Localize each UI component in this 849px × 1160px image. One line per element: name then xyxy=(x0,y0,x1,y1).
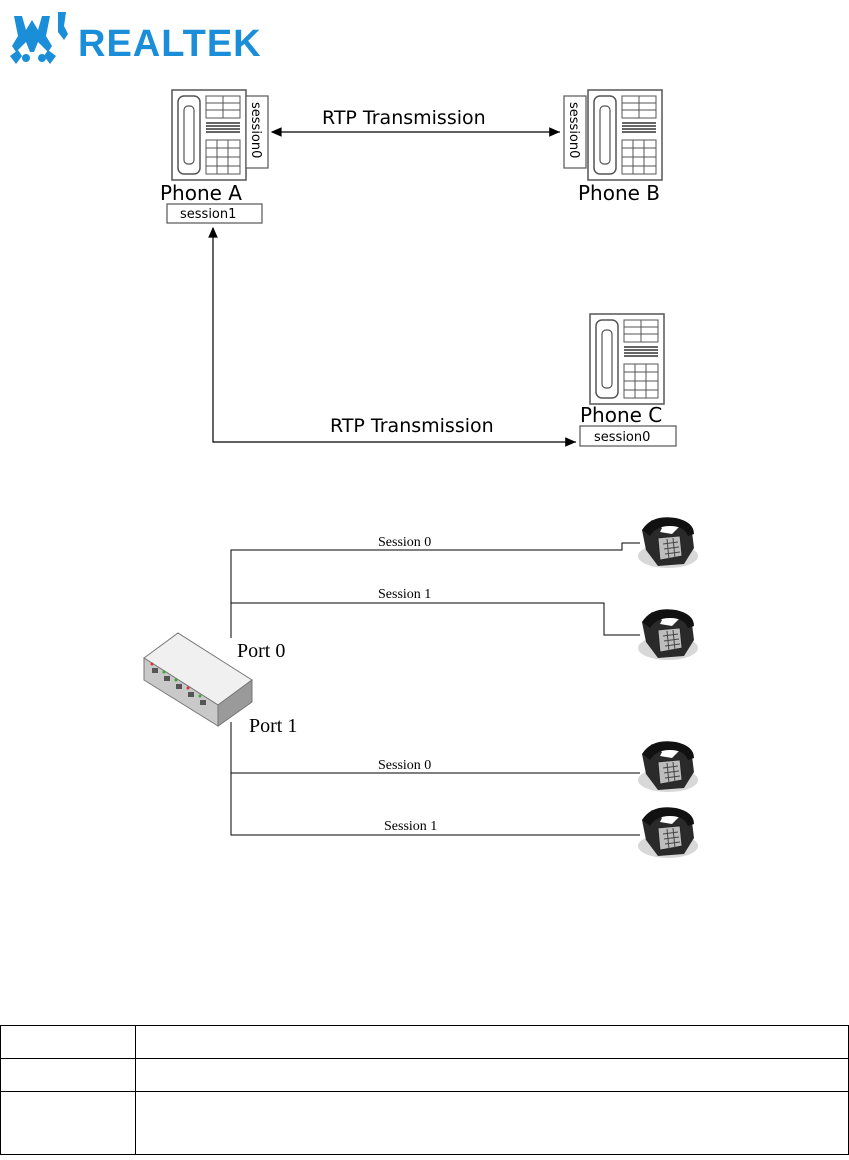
phone-c-bottom-session: session0 xyxy=(594,430,650,445)
phone-a-side-session: session0 xyxy=(248,102,263,158)
session-label-1: Session 1 xyxy=(378,587,431,602)
phone-c-icon xyxy=(589,313,665,405)
desk-phone-icon xyxy=(637,806,699,859)
crab-logo-icon xyxy=(10,12,68,64)
port-1-session-1-line xyxy=(230,773,640,836)
session-label-3: Session 1 xyxy=(384,819,437,834)
port-0-label: Port 0 xyxy=(237,640,285,662)
port-0-session-0-line xyxy=(230,542,640,638)
phone-b-side-session: session0 xyxy=(566,102,581,158)
rtp-link-a-c xyxy=(208,226,576,447)
table-cell xyxy=(0,1058,136,1092)
phone-a: session0 Phone A session1 xyxy=(160,89,269,224)
table-row xyxy=(0,1058,849,1092)
port-1-label: Port 1 xyxy=(249,715,297,737)
table-cell xyxy=(0,1025,136,1059)
phone-c: Phone C session0 xyxy=(579,313,677,447)
rtp-transmission-diagram: session0 Phone A session1 session0 Phone… xyxy=(160,89,677,447)
phone-a-bottom-session: session1 xyxy=(180,207,236,222)
brand-name: REALTEK xyxy=(78,23,262,65)
desk-phone-icon xyxy=(637,516,699,569)
session-label-0: Session 0 xyxy=(378,535,431,550)
desk-phone-icon xyxy=(637,740,699,793)
table-cell xyxy=(135,1058,849,1092)
port-session-diagram: Port 0 Port 1 Session 0 Session 1 Sessio… xyxy=(143,516,699,859)
desk-phone-icon xyxy=(637,608,699,661)
ethernet-switch-icon xyxy=(143,632,253,727)
rtp-link-a-c-label: RTP Transmission xyxy=(330,415,494,437)
table-cell xyxy=(135,1091,849,1155)
realtek-logo: REALTEK xyxy=(10,12,262,65)
table-cell xyxy=(0,1091,136,1155)
phone-b: session0 Phone B xyxy=(563,89,663,205)
table-row xyxy=(0,1091,849,1155)
info-table xyxy=(0,1025,849,1155)
phone-a-icon xyxy=(171,89,247,181)
port-0-session-1-line xyxy=(231,602,640,636)
phone-a-label: Phone A xyxy=(160,181,242,205)
table-cell xyxy=(135,1025,849,1059)
phone-b-label: Phone B xyxy=(578,181,660,205)
table-row xyxy=(0,1025,849,1059)
session-label-2: Session 0 xyxy=(378,758,431,773)
phone-c-label: Phone C xyxy=(580,403,662,427)
phone-b-icon xyxy=(587,89,663,181)
rtp-link-a-b-label: RTP Transmission xyxy=(322,107,486,129)
